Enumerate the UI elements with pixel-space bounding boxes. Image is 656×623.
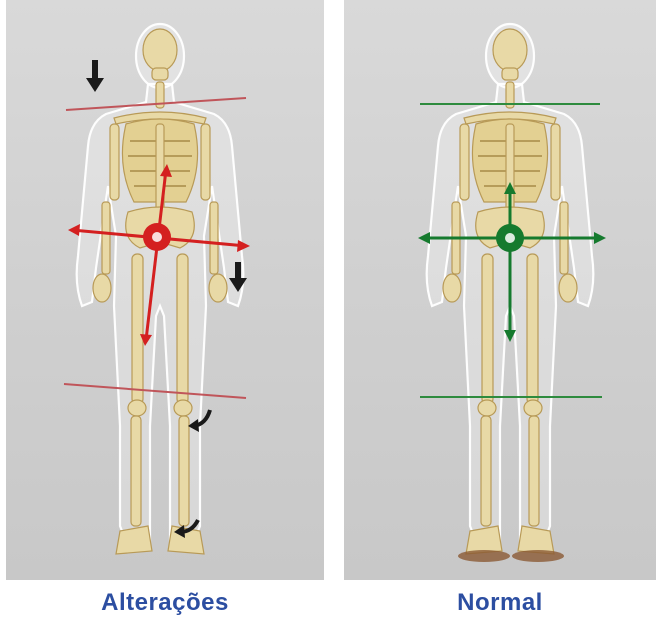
caption-normal: Normal [344,586,656,620]
figure-altered [6,0,324,580]
right-sandal [512,550,564,562]
panel-alteracoes [6,0,324,580]
shoulder-drop-arrow-icon [86,60,104,92]
figure-normal [344,0,656,580]
left-sandal [458,550,510,562]
panel-normal [344,0,656,580]
caption-alteracoes: Alterações [6,586,324,620]
knee-line [64,384,246,398]
